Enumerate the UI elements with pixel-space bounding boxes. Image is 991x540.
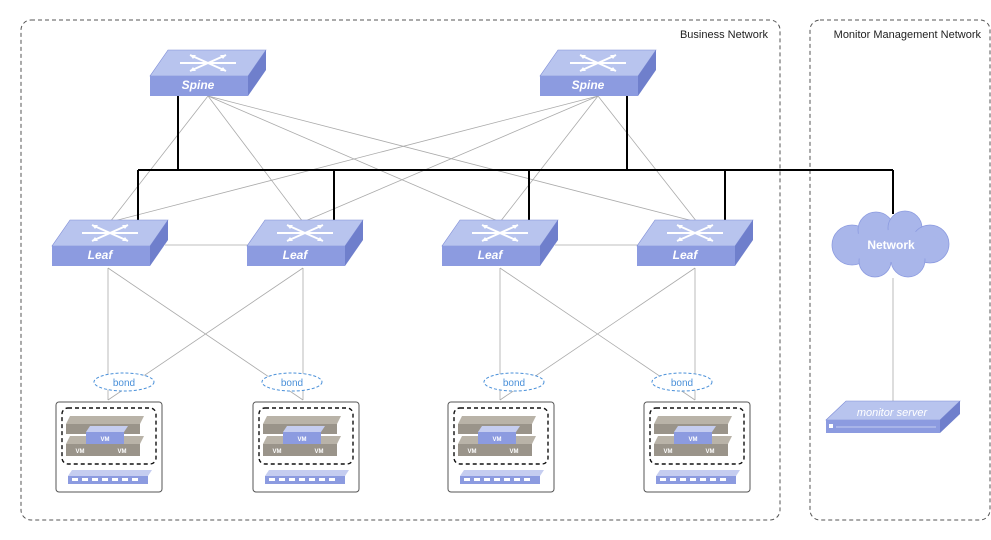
leaf-switch-3: Leaf	[441, 219, 559, 267]
host-server-2: VM VM VM	[252, 401, 360, 493]
bond-label: bond	[113, 378, 135, 389]
leaf-switch-1: Leaf	[51, 219, 169, 267]
spine-leaf-mesh-links	[109, 95, 698, 246]
vm-label: VM	[664, 449, 673, 455]
business-network-title: Business Network	[680, 29, 769, 41]
vm-label: VM	[468, 449, 477, 455]
host-server-1: VM VM VM	[55, 401, 163, 493]
vm-label: VM	[76, 449, 85, 455]
bond-label: bond	[503, 378, 525, 389]
vm-label: VM	[298, 437, 307, 443]
spine-label: Spine	[572, 78, 605, 92]
spine-label: Spine	[182, 78, 215, 92]
vm-label: VM	[315, 449, 324, 455]
business-network-zone	[20, 19, 781, 521]
leaf-label: Leaf	[673, 248, 699, 262]
bond-3: bond	[483, 372, 545, 392]
management-links	[137, 96, 894, 222]
bond-4: bond	[651, 372, 713, 392]
vm-label: VM	[118, 449, 127, 455]
bond-2: bond	[261, 372, 323, 392]
bond-1: bond	[93, 372, 155, 392]
monitor-network-zone	[809, 19, 991, 521]
vm-label: VM	[101, 437, 110, 443]
vm-label: VM	[706, 449, 715, 455]
spine-switch-1: Spine	[149, 49, 267, 97]
leaf-label: Leaf	[283, 248, 309, 262]
vm-label: VM	[510, 449, 519, 455]
vm-label: VM	[689, 437, 698, 443]
monitor-server-icon: monitor server	[825, 400, 961, 433]
bond-label: bond	[281, 378, 303, 389]
spine-switch-2: Spine	[539, 49, 657, 97]
vm-label: VM	[273, 449, 282, 455]
network-label: Network	[867, 238, 915, 252]
leaf-label: Leaf	[88, 248, 114, 262]
host-server-4: VM VM VM	[643, 401, 751, 493]
monitor-server-label: monitor server	[857, 407, 929, 419]
vm-label: VM	[493, 437, 502, 443]
host-server-3: VM VM VM	[447, 401, 555, 493]
leaf-label: Leaf	[478, 248, 504, 262]
bond-label: bond	[671, 378, 693, 389]
network-cloud-icon: Network	[831, 210, 950, 278]
leaf-switch-4: Leaf	[636, 219, 754, 267]
monitor-network-title: Monitor Management Network	[834, 29, 982, 41]
leaf-switch-2: Leaf	[246, 219, 364, 267]
